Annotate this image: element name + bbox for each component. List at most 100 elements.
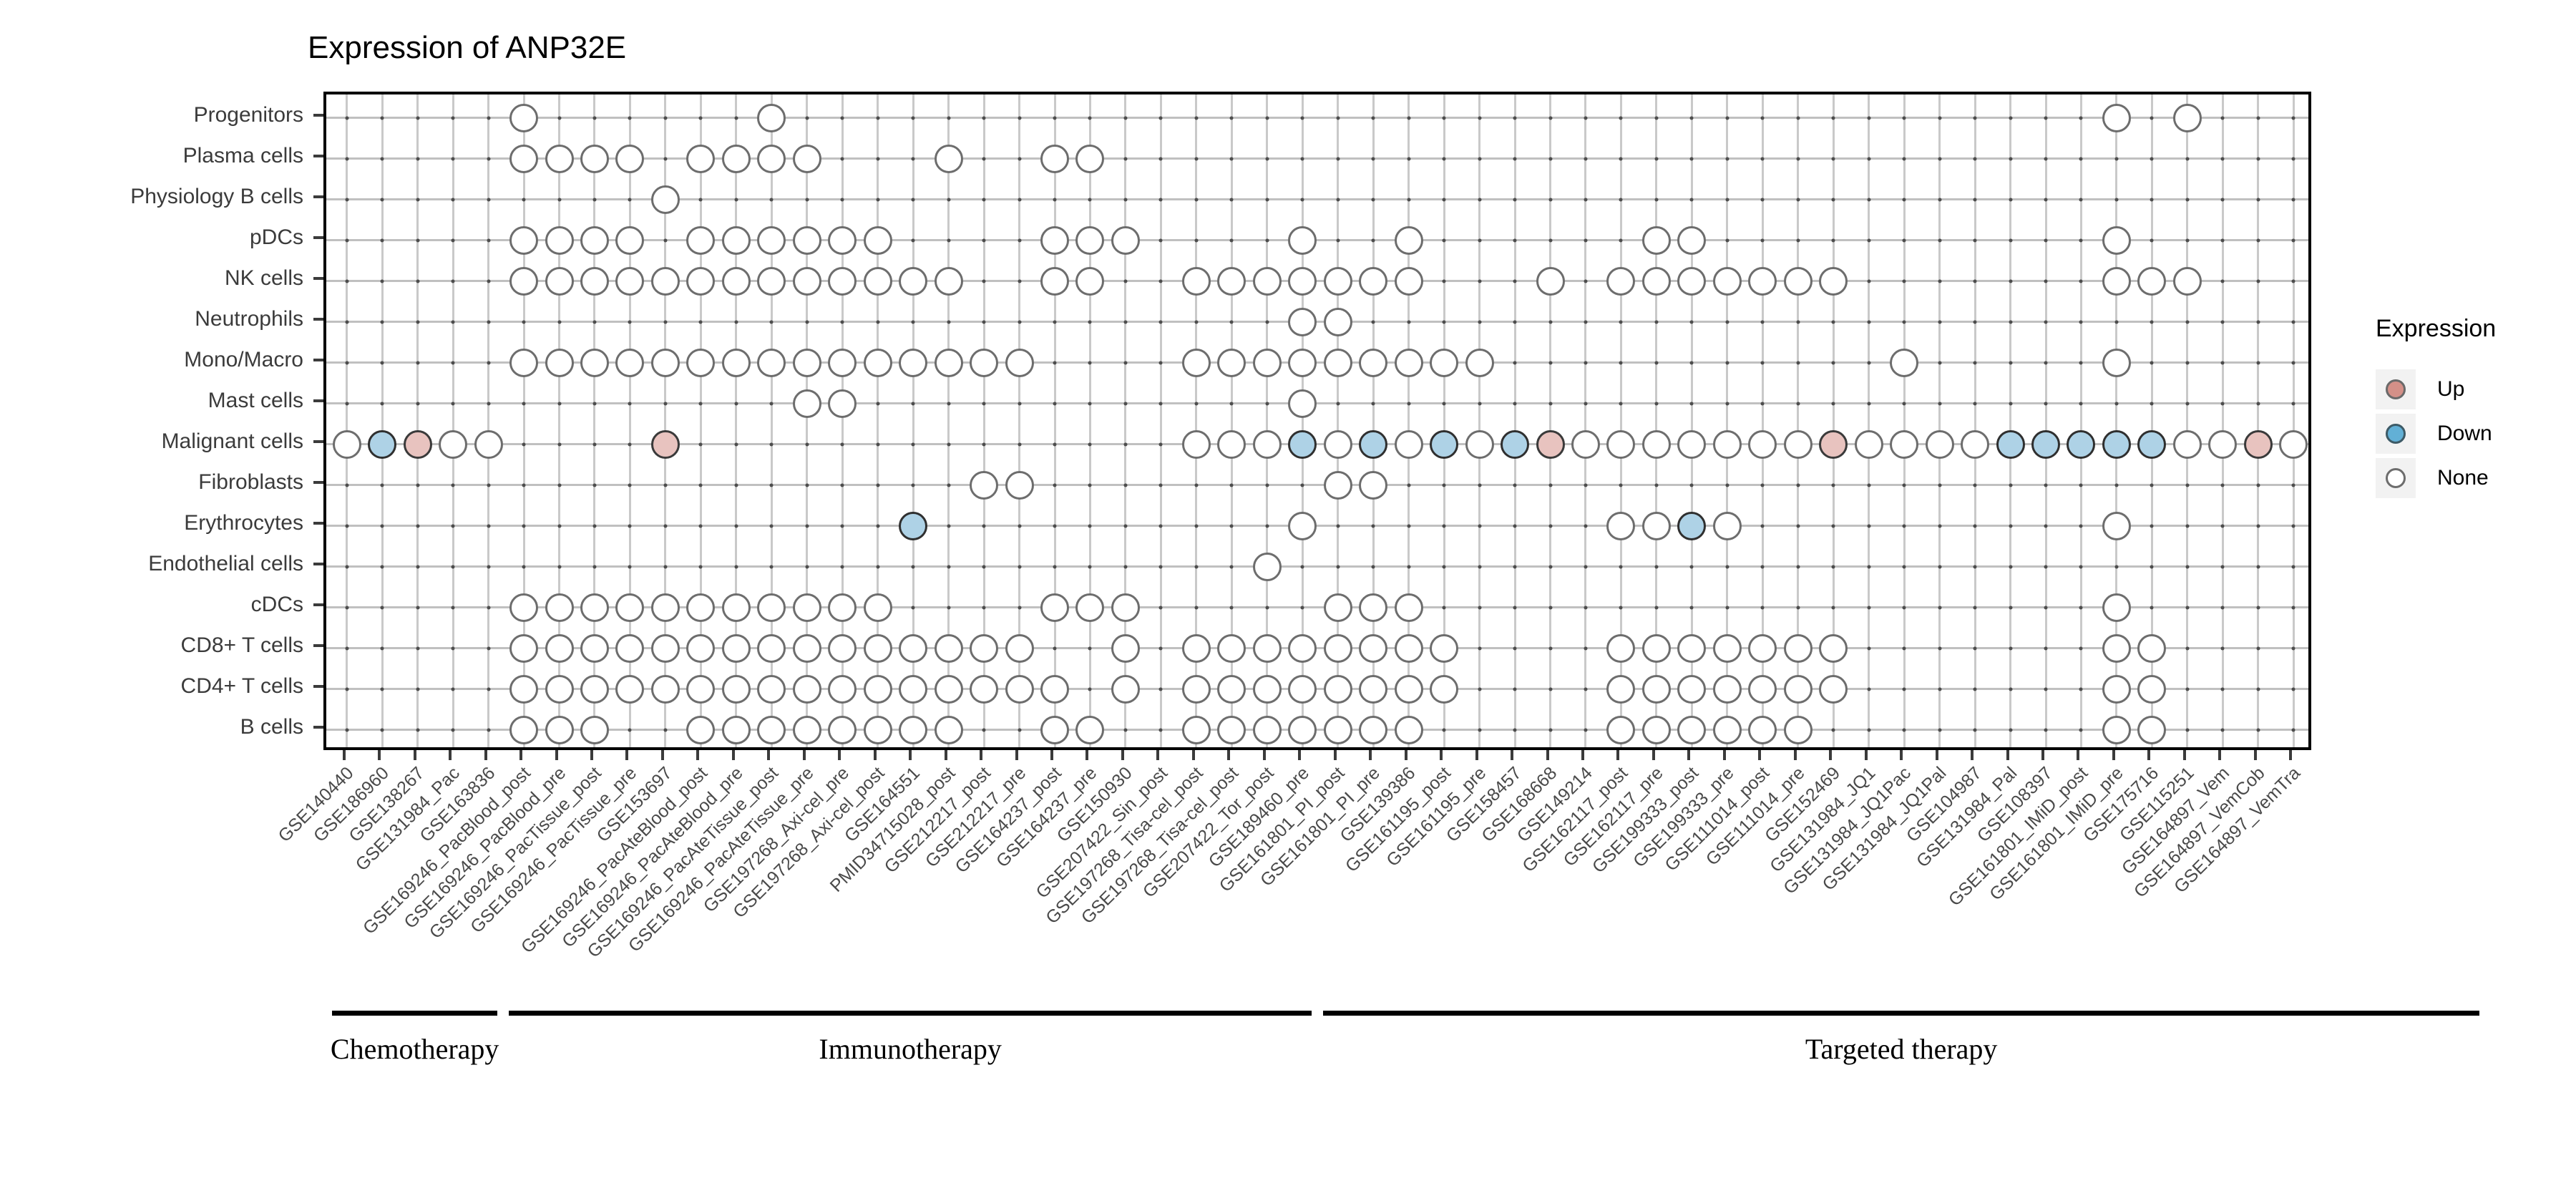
expression-point-none[interactable] [1394, 225, 1423, 255]
expression-point-none[interactable] [899, 674, 928, 704]
expression-point-none[interactable] [509, 633, 539, 663]
expression-point-none[interactable] [509, 225, 539, 255]
expression-point-none[interactable] [1252, 633, 1282, 663]
expression-point-none[interactable] [1394, 266, 1423, 296]
expression-point-none[interactable] [2208, 429, 2238, 459]
expression-point-none[interactable] [792, 674, 821, 704]
expression-point-none[interactable] [1288, 715, 1317, 744]
expression-point-none[interactable] [1288, 348, 1317, 377]
expression-point-none[interactable] [545, 715, 574, 744]
expression-point-none[interactable] [1288, 225, 1317, 255]
expression-point-none[interactable] [615, 144, 645, 173]
expression-point-none[interactable] [899, 266, 928, 296]
expression-point-none[interactable] [615, 674, 645, 704]
expression-point-none[interactable] [650, 633, 680, 663]
expression-point-none[interactable] [1783, 266, 1813, 296]
expression-point-none[interactable] [1075, 225, 1105, 255]
expression-point-none[interactable] [580, 225, 609, 255]
expression-point-none[interactable] [1430, 633, 1459, 663]
expression-point-none[interactable] [1111, 674, 1140, 704]
expression-point-none[interactable] [1252, 674, 1282, 704]
expression-point-none[interactable] [1677, 633, 1707, 663]
expression-point-none[interactable] [792, 593, 821, 622]
expression-point-none[interactable] [686, 266, 716, 296]
expression-point-none[interactable] [2279, 429, 2308, 459]
expression-point-none[interactable] [863, 225, 892, 255]
expression-point-none[interactable] [792, 389, 821, 418]
expression-point-none[interactable] [1111, 593, 1140, 622]
expression-point-none[interactable] [970, 470, 999, 500]
expression-point-none[interactable] [1323, 674, 1352, 704]
expression-point-none[interactable] [1217, 266, 1246, 296]
expression-point-none[interactable] [792, 348, 821, 377]
expression-point-none[interactable] [757, 633, 786, 663]
expression-point-none[interactable] [545, 593, 574, 622]
expression-point-none[interactable] [1181, 348, 1211, 377]
expression-point-none[interactable] [650, 593, 680, 622]
expression-point-down[interactable] [1677, 511, 1707, 540]
expression-point-none[interactable] [615, 593, 645, 622]
expression-point-none[interactable] [1783, 633, 1813, 663]
expression-point-none[interactable] [721, 348, 751, 377]
expression-point-none[interactable] [1394, 429, 1423, 459]
expression-point-none[interactable] [934, 348, 963, 377]
expression-point-none[interactable] [686, 225, 716, 255]
expression-point-down[interactable] [2137, 429, 2167, 459]
expression-point-up[interactable] [1819, 429, 1848, 459]
expression-point-none[interactable] [970, 674, 999, 704]
expression-point-none[interactable] [1288, 633, 1317, 663]
expression-point-none[interactable] [1748, 674, 1777, 704]
expression-point-none[interactable] [2137, 633, 2167, 663]
expression-point-none[interactable] [1748, 633, 1777, 663]
expression-point-none[interactable] [1712, 633, 1742, 663]
expression-point-none[interactable] [650, 348, 680, 377]
expression-point-none[interactable] [2172, 103, 2202, 132]
expression-point-none[interactable] [1641, 715, 1671, 744]
expression-point-none[interactable] [1217, 429, 1246, 459]
expression-point-none[interactable] [863, 633, 892, 663]
expression-point-none[interactable] [1040, 593, 1070, 622]
expression-point-none[interactable] [757, 715, 786, 744]
expression-point-none[interactable] [1217, 715, 1246, 744]
expression-point-none[interactable] [1536, 266, 1565, 296]
expression-point-none[interactable] [439, 429, 468, 459]
expression-point-none[interactable] [1217, 674, 1246, 704]
expression-point-none[interactable] [1961, 429, 1990, 459]
expression-point-none[interactable] [1712, 511, 1742, 540]
expression-point-none[interactable] [757, 593, 786, 622]
expression-point-none[interactable] [2102, 674, 2131, 704]
expression-point-none[interactable] [1323, 593, 1352, 622]
expression-point-none[interactable] [1890, 429, 1919, 459]
expression-point-none[interactable] [650, 185, 680, 214]
expression-point-none[interactable] [2102, 715, 2131, 744]
expression-point-none[interactable] [1040, 266, 1070, 296]
expression-point-none[interactable] [863, 674, 892, 704]
expression-point-none[interactable] [1040, 225, 1070, 255]
expression-point-none[interactable] [1606, 715, 1636, 744]
expression-point-none[interactable] [1359, 266, 1388, 296]
expression-point-none[interactable] [1394, 674, 1423, 704]
expression-point-none[interactable] [721, 633, 751, 663]
expression-point-none[interactable] [509, 103, 539, 132]
expression-point-none[interactable] [545, 633, 574, 663]
expression-point-down[interactable] [1288, 429, 1317, 459]
expression-point-none[interactable] [721, 715, 751, 744]
expression-point-down[interactable] [2102, 429, 2131, 459]
expression-point-none[interactable] [545, 144, 574, 173]
expression-point-none[interactable] [934, 715, 963, 744]
expression-point-none[interactable] [1288, 389, 1317, 418]
expression-point-none[interactable] [757, 225, 786, 255]
expression-point-none[interactable] [1394, 593, 1423, 622]
expression-point-none[interactable] [1394, 715, 1423, 744]
expression-point-none[interactable] [934, 144, 963, 173]
expression-point-none[interactable] [1641, 633, 1671, 663]
expression-point-none[interactable] [615, 266, 645, 296]
expression-point-none[interactable] [1677, 674, 1707, 704]
expression-point-none[interactable] [1641, 225, 1671, 255]
expression-point-down[interactable] [1430, 429, 1459, 459]
expression-point-none[interactable] [863, 715, 892, 744]
expression-point-none[interactable] [1394, 633, 1423, 663]
expression-point-none[interactable] [1925, 429, 1954, 459]
expression-point-none[interactable] [615, 633, 645, 663]
expression-point-none[interactable] [863, 348, 892, 377]
